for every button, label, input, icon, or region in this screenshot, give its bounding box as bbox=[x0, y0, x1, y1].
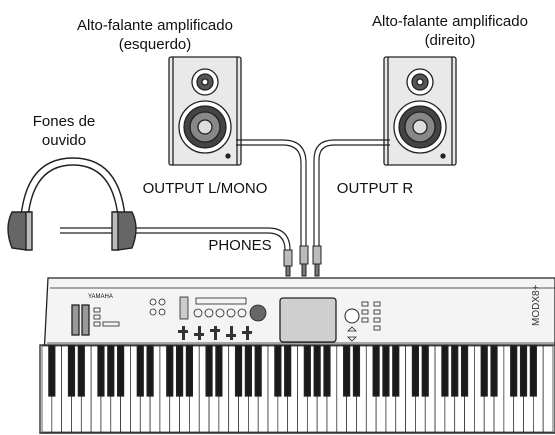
headphones-label-line2: ouvido bbox=[41, 132, 87, 149]
speaker-right-label-line2: (direito) bbox=[424, 32, 476, 49]
keyboard bbox=[39, 277, 555, 434]
output-right-label: OUTPUT R bbox=[336, 180, 414, 197]
headphones-label: Fones de ouvido bbox=[14, 112, 114, 150]
black-key bbox=[352, 345, 361, 397]
black-key bbox=[451, 345, 459, 397]
cable-headphones bbox=[60, 227, 291, 252]
black-key bbox=[175, 345, 184, 397]
black-key bbox=[392, 345, 400, 397]
black-key bbox=[460, 345, 469, 397]
cable-left-output bbox=[236, 139, 307, 248]
keyboard-model: MODX8+ bbox=[531, 284, 542, 326]
black-key bbox=[411, 345, 420, 397]
touch-screen bbox=[279, 297, 337, 343]
black-key bbox=[529, 345, 537, 397]
black-key bbox=[166, 345, 174, 397]
speaker-left-label-line1: Alto-falante amplificado bbox=[77, 17, 233, 34]
black-key bbox=[274, 345, 282, 397]
black-key bbox=[48, 345, 56, 397]
white-key bbox=[542, 345, 554, 433]
black-key bbox=[97, 345, 105, 397]
black-key bbox=[490, 345, 498, 397]
speaker-right-label: Alto-falante amplificado (direito) bbox=[350, 12, 550, 50]
black-key bbox=[67, 345, 76, 397]
speaker-right-label-line1: Alto-falante amplificado bbox=[372, 13, 528, 30]
black-key bbox=[254, 345, 262, 397]
black-key bbox=[510, 345, 518, 397]
white-keys bbox=[41, 345, 554, 433]
cable-right-output bbox=[313, 139, 390, 248]
headphones-label-line1: Fones de bbox=[32, 113, 96, 130]
black-key bbox=[480, 345, 488, 397]
keyboard-sliders bbox=[178, 326, 252, 340]
black-key bbox=[372, 345, 380, 397]
black-key bbox=[77, 345, 85, 397]
black-key bbox=[421, 345, 429, 397]
black-key bbox=[136, 345, 144, 397]
black-key bbox=[215, 345, 223, 397]
black-key bbox=[185, 345, 194, 397]
black-key bbox=[382, 345, 390, 397]
phone-plugs bbox=[283, 245, 322, 277]
black-key bbox=[146, 345, 154, 397]
black-key bbox=[284, 345, 292, 397]
speaker-right bbox=[383, 56, 457, 166]
speaker-left-label: Alto-falante amplificado (esquerdo) bbox=[60, 16, 250, 54]
phones-label: PHONES bbox=[208, 237, 272, 254]
black-key bbox=[234, 345, 243, 397]
output-left-label: OUTPUT L/MONO bbox=[142, 180, 268, 197]
black-key bbox=[441, 345, 449, 397]
black-keys bbox=[48, 345, 537, 397]
keyboard-brand: YAMAHA bbox=[88, 294, 113, 300]
black-key bbox=[205, 345, 213, 397]
black-key bbox=[323, 345, 331, 397]
headphones bbox=[7, 157, 137, 251]
black-key bbox=[519, 345, 528, 397]
black-key bbox=[244, 345, 252, 397]
black-key bbox=[343, 345, 351, 397]
black-key bbox=[313, 345, 321, 397]
black-key bbox=[107, 345, 115, 397]
speaker-left bbox=[168, 56, 242, 166]
black-key bbox=[117, 345, 125, 397]
black-key bbox=[303, 345, 311, 397]
speaker-left-label-line2: (esquerdo) bbox=[118, 36, 192, 53]
